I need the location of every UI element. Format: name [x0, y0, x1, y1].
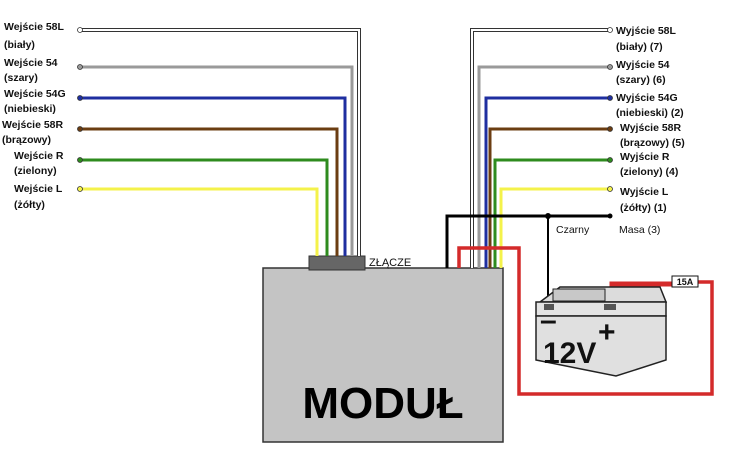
output-label: Wyjście L — [620, 186, 669, 198]
input-label: Wejście 54 — [4, 57, 58, 69]
input-wire — [77, 126, 339, 256]
ground-terminal-label: Masa (3) — [619, 224, 660, 236]
input-color-label: (biały) — [4, 39, 35, 51]
connector-label: ZŁĄCZE — [369, 257, 411, 269]
battery-label: 12V — [543, 337, 596, 370]
output-wire-terminal — [607, 27, 613, 33]
input-color-label: (niebieski) — [4, 103, 56, 115]
output-wire — [488, 126, 613, 268]
input-wire-terminal — [77, 126, 83, 132]
output-wire — [499, 186, 613, 268]
input-wire — [77, 95, 347, 256]
input-wire — [77, 157, 329, 256]
output-wire-terminal — [607, 186, 613, 192]
input-color-label: (szary) — [4, 72, 38, 84]
input-color-label: (brązowy) — [2, 134, 51, 146]
input-wire-terminal — [77, 157, 83, 163]
output-color-label: (zielony) (4) — [620, 166, 678, 178]
output-wire-terminal — [607, 126, 613, 132]
fuse — [671, 275, 699, 288]
output-wire — [484, 95, 613, 268]
output-label: Wyjście R — [620, 151, 670, 163]
input-color-label: (zielony) — [14, 165, 57, 177]
input-wire-terminal — [77, 95, 83, 101]
input-wire — [77, 64, 354, 256]
input-wire-terminal — [77, 186, 83, 192]
output-color-label: (szary) (6) — [616, 74, 666, 86]
input-wire-terminal — [77, 64, 83, 70]
input-label: Wejście R — [14, 150, 64, 162]
connector-block — [308, 255, 366, 271]
output-wires — [470, 27, 613, 268]
output-label: Wyjście 58L — [616, 25, 677, 37]
battery — [535, 286, 668, 377]
battery-plus: + — [598, 316, 616, 349]
fuse-label: 15A — [677, 277, 694, 287]
output-label: Wyjście 58R — [620, 122, 682, 134]
output-wire — [470, 27, 613, 268]
output-color-label: (brązowy) (5) — [620, 137, 685, 149]
output-color-label: (niebieski) (2) — [616, 107, 684, 119]
input-wires — [77, 27, 361, 256]
input-label: Wejście L — [14, 183, 63, 195]
output-wire-terminal — [607, 95, 613, 101]
module-box — [262, 267, 504, 443]
module-label: MODUŁ — [302, 379, 463, 428]
output-label: Wyjście 54 — [616, 59, 670, 71]
output-wire-terminal — [607, 157, 613, 163]
output-label: Wyjście 54G — [616, 92, 678, 104]
input-label: Wejście 54G — [4, 88, 66, 100]
input-label: Wejście 58L — [4, 21, 65, 33]
ground-wire — [445, 213, 613, 298]
output-color-label: (żółty) (1) — [620, 202, 667, 214]
battery-minus: – — [540, 304, 557, 337]
ground-wire-label: Czarny — [556, 224, 590, 236]
output-wire-terminal — [607, 64, 613, 70]
input-wire — [77, 27, 361, 256]
input-color-label: (żółty) — [14, 199, 45, 211]
output-wire — [477, 64, 613, 268]
input-wire — [77, 186, 319, 256]
input-label: Wejście 58R — [2, 119, 64, 131]
output-wire — [493, 157, 613, 268]
input-wire-terminal — [77, 27, 83, 33]
output-color-label: (biały) (7) — [616, 41, 663, 53]
